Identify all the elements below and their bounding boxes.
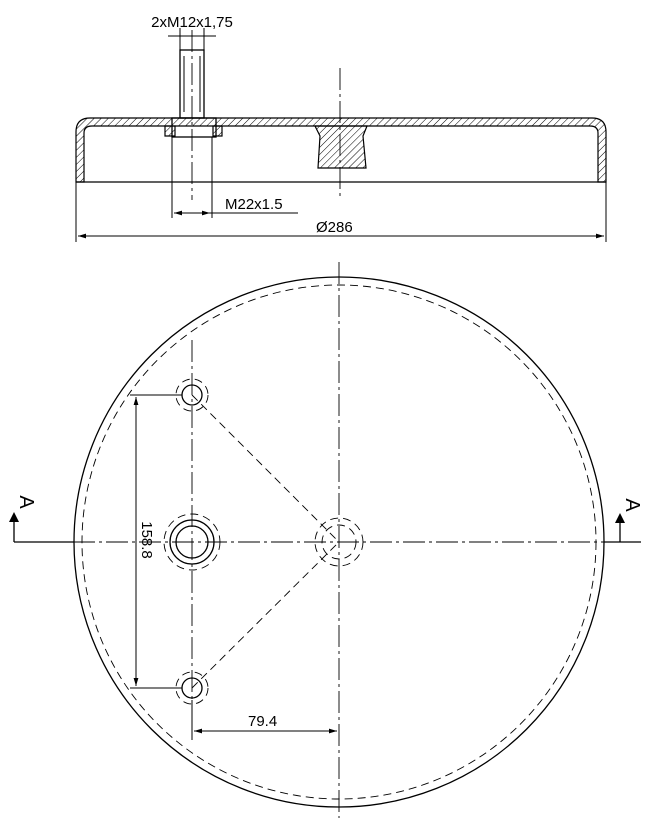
bottom-hole-dashed — [175, 671, 209, 705]
plan-view: 158.8 79.4 A A — [9, 262, 643, 818]
diameter-label: Ø286 — [316, 219, 353, 236]
bolt-boss — [314, 125, 368, 169]
thread-insert — [164, 125, 176, 137]
thread-insert-right — [212, 125, 223, 137]
center-hole-inner — [175, 525, 209, 559]
horizontal-dim-label: 79.4 — [248, 713, 277, 730]
section-mark-left: A — [9, 495, 74, 543]
section-left-label: A — [15, 495, 37, 509]
center-hole-outer — [169, 519, 215, 565]
vertical-dim-label: 158.8 — [138, 521, 155, 559]
hub-dashed-inner — [321, 524, 357, 560]
section-right-label: A — [621, 498, 643, 512]
thread-large-label: M22x1.5 — [225, 196, 283, 213]
center-hole-dashed — [163, 513, 221, 571]
hub-dashed-outer — [314, 517, 364, 567]
section-view: 2xM12x1,75 M22x1.5 Ø286 — [75, 14, 607, 242]
section-mark-right: A — [604, 498, 643, 543]
thread-small-label: 2xM12x1,75 — [151, 14, 233, 31]
top-hole-dashed — [175, 378, 209, 412]
construction-line-bottom — [191, 541, 340, 689]
construction-line-top — [191, 394, 340, 543]
